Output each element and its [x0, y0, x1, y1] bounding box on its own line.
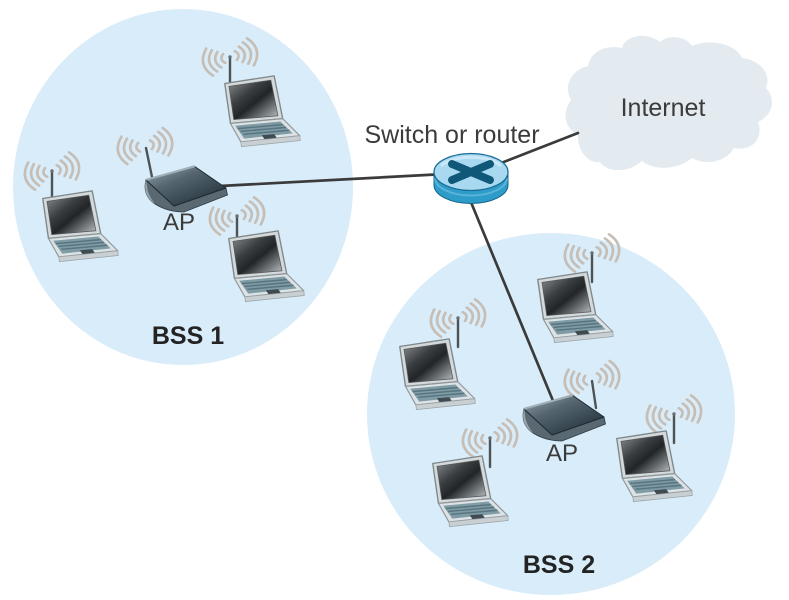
- cable-switch-to-internet: [494, 131, 580, 167]
- bss1-label: BSS 1: [152, 322, 224, 350]
- ap-antenna: [590, 379, 598, 410]
- ap-antenna: [144, 146, 154, 179]
- internet-label: Internet: [621, 94, 706, 122]
- ap-label-bss1: AP: [163, 209, 195, 236]
- access-point-bss1: [113, 125, 229, 213]
- ap-label-bss2: AP: [546, 440, 578, 467]
- internet-cloud: [565, 35, 772, 171]
- bss2-label: BSS 2: [523, 551, 595, 579]
- switch-router-label: Switch or router: [364, 121, 539, 149]
- access-point-bss2: [522, 358, 624, 442]
- cable-ap1-to-switch: [218, 172, 447, 188]
- cable-switch-to-ap2: [466, 193, 558, 410]
- switch-router-icon: [433, 152, 509, 204]
